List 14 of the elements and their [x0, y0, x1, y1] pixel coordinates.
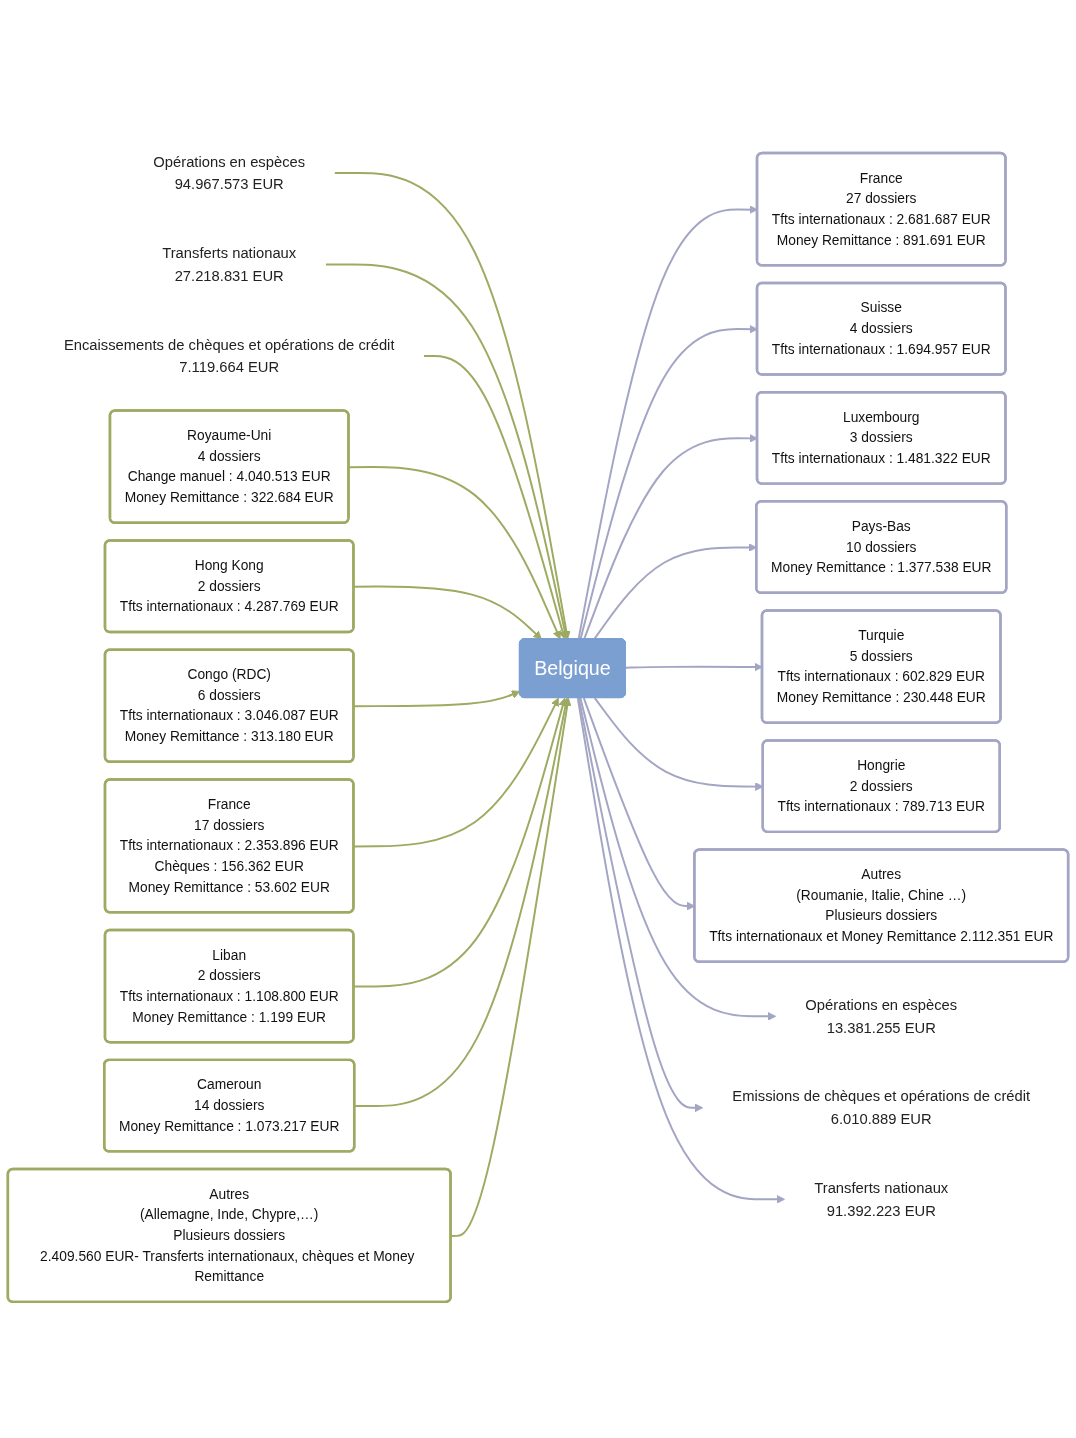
- arrow: [450, 697, 572, 1237]
- node-text: Transferts nationaux 27.218.831 EUR: [162, 244, 297, 284]
- node-text: Opérations en espèces 94.967.573 EUR: [153, 152, 306, 192]
- arrow: [576, 697, 786, 1204]
- arrow: [353, 697, 570, 1108]
- arrow: [324, 263, 570, 640]
- node-text: Encaissements de chèques et opérations de crédit 7.119.664 EUR: [63, 335, 395, 375]
- node-text: Opérations en espèces 13.381.255 EUR: [805, 996, 958, 1036]
- arrow: [577, 697, 704, 1113]
- arrow: [423, 355, 567, 640]
- arrow: [579, 697, 777, 1021]
- arrow: [333, 172, 571, 640]
- node-text: Emissions de chèques et opérations de crédit 6.010.889 EUR: [732, 1087, 1031, 1127]
- node-text: Transferts nationaux 91.392.223 EUR: [814, 1179, 949, 1218]
